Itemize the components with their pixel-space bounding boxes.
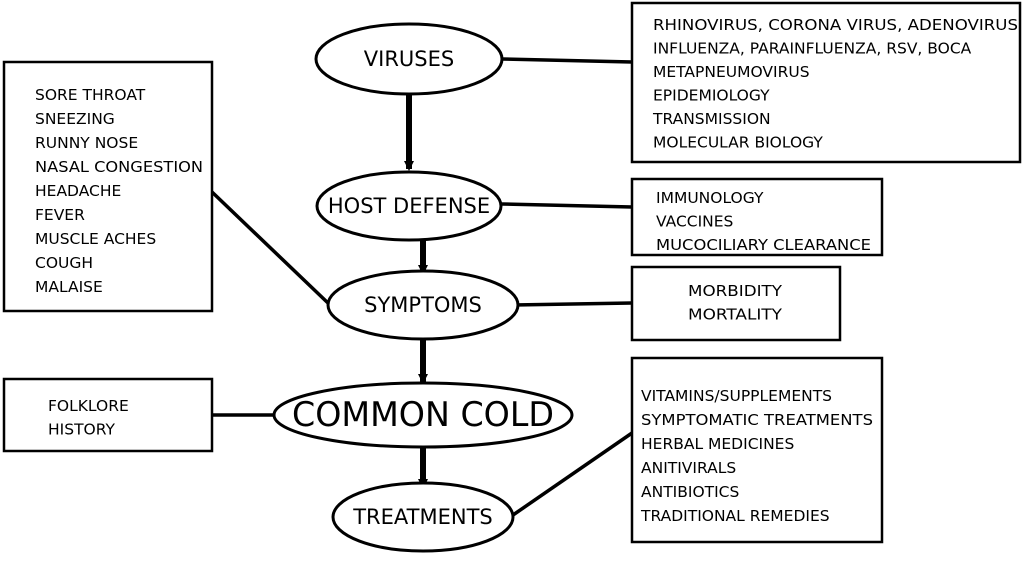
box-symptom-outcomes-item: MORBIDITY [688,282,783,300]
box-treatment-list: VITAMINS/SUPPLEMENTS SYMPTOMATIC TREATMEN… [630,356,884,544]
box-symptom-list-item: NASAL CONGESTION [35,158,203,176]
box-symptom-outcomes-item: MORTALITY [688,306,783,324]
box-symptom-list-item: SORE THROAT [35,86,146,104]
box-virus-topics-item: RHINOVIRUS, CORONA VIRUS, ADENOVIRUS [653,16,1018,34]
box-symptom-outcomes-frame [630,265,842,342]
box-virus-topics-frame [630,1,1022,164]
node-host-defense-shape [315,170,503,242]
box-virus-topics-item: INFLUENZA, PARAINFLUENZA, RSV, BOCA [653,40,972,58]
box-virus-topics: RHINOVIRUS, CORONA VIRUS, ADENOVIRUS INFL… [630,1,1022,164]
box-host-defense-topics-lines: IMMUNOLOGY VACCINES MUCOCILIARY CLEARANCE [656,189,871,254]
box-symptom-list-item: MALAISE [35,278,103,296]
box-cold-background-frame [2,377,214,453]
node-common-cold-shape [272,381,574,449]
box-host-defense-topics-item: MUCOCILIARY CLEARANCE [656,236,871,254]
box-virus-topics-item: METAPNEUMOVIRUS [653,63,810,81]
node-viruses: VIRUSES [314,22,504,96]
box-symptom-list-frame [2,60,214,313]
box-treatment-list-item: TRADITIONAL REMEDIES [640,507,830,525]
box-cold-background-lines: FOLKLORE HISTORY [48,397,129,439]
node-host-defense: HOST DEFENSE [315,170,503,242]
box-treatment-list-item: ANTIBIOTICS [641,483,739,501]
node-common-cold: COMMON COLD [272,381,574,449]
box-treatment-list-item: SYMPTOMATIC TREATMENTS [641,411,873,429]
box-symptom-list-item: FEVER [35,206,85,224]
connector-treatments-list [512,431,633,517]
flow-arrows [404,94,428,489]
node-symptoms-shape [326,269,520,341]
box-virus-topics-lines: RHINOVIRUS, CORONA VIRUS, ADENOVIRUS INFL… [652,16,1018,152]
box-host-defense-topics-item: IMMUNOLOGY [656,189,764,207]
box-treatment-list-item: ANITIVIRALS [641,459,736,477]
node-treatments: TREATMENTS [331,481,515,553]
box-host-defense-topics-frame [630,177,884,257]
box-treatment-list-frame [630,356,884,544]
connectors [210,57,633,517]
box-virus-topics-item: TRANSMISSION [652,110,771,128]
box-symptom-outcomes-lines: MORBIDITY MORTALITY [688,282,783,324]
node-viruses-shape [314,22,504,96]
box-symptom-list-item: RUNNY NOSE [35,134,138,152]
box-symptom-list-item: SNEEZING [35,110,115,128]
box-treatment-list-lines: VITAMINS/SUPPLEMENTS SYMPTOMATIC TREATMEN… [640,387,873,525]
box-cold-background-item: HISTORY [48,421,116,439]
box-host-defense-topics: IMMUNOLOGY VACCINES MUCOCILIARY CLEARANCE [630,177,884,257]
connector-viruses-topics [501,57,633,64]
box-symptom-list: SORE THROAT SNEEZING RUNNY NOSE NASAL CONGE… [2,60,214,313]
box-treatment-list-item: VITAMINS/SUPPLEMENTS [641,387,832,405]
box-virus-topics-item: MOLECULAR BIOLOGY [653,134,823,152]
box-symptom-list-item: COUGH [35,254,93,272]
box-symptom-list-item: MUSCLE ACHES [35,230,156,248]
node-symptoms-label: SYMPTOMS [364,293,482,317]
node-viruses-label: VIRUSES [364,47,454,71]
box-symptom-outcomes: MORBIDITY MORTALITY [630,265,842,342]
connector-symptoms-outcomes [512,301,633,307]
node-treatments-label: TREATMENTS [352,505,493,529]
box-cold-background: FOLKLORE HISTORY [2,377,214,453]
node-treatments-shape [331,481,515,553]
node-host-defense-label: HOST DEFENSE [328,194,490,218]
connector-host-defense-topics [501,202,633,209]
box-symptom-list-lines: SORE THROAT SNEEZING RUNNY NOSE NASAL CONGE… [35,86,203,296]
box-treatment-list-item: HERBAL MEDICINES [641,435,794,453]
box-cold-background-item: FOLKLORE [48,397,129,415]
box-symptom-list-item: HEADACHE [35,182,121,200]
box-host-defense-topics-item: VACCINES [656,213,733,231]
node-symptoms: SYMPTOMS [326,269,520,341]
box-virus-topics-item: EPIDEMIOLOGY [653,87,770,105]
connector-symptoms-list [210,190,330,305]
node-common-cold-label: COMMON COLD [292,395,554,435]
